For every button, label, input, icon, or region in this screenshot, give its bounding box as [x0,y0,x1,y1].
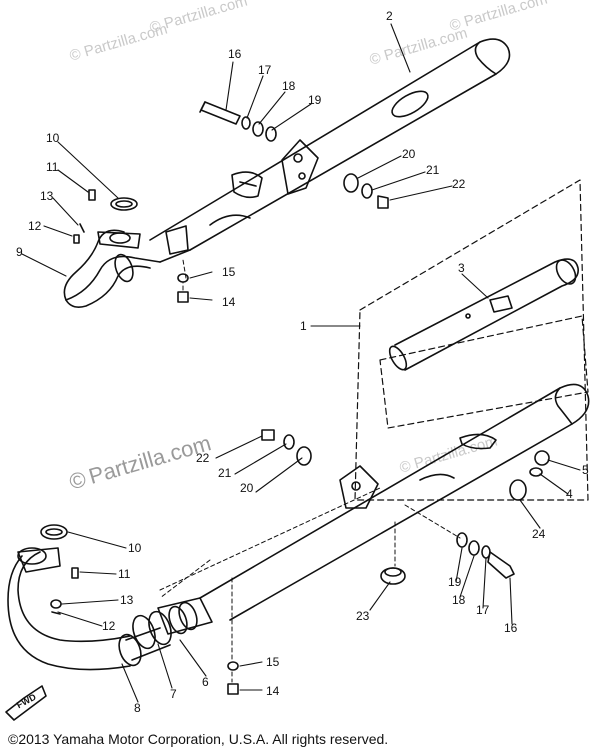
callout-17: 17 [258,63,272,77]
callout-23: 23 [356,609,370,623]
nut-lower-13 [50,599,62,609]
lower-muffler-bracket [339,465,379,509]
lower-exhaust-pipe [7,547,131,671]
stud-upper-11 [88,189,96,201]
lower-rubber-20 [296,446,312,466]
callout-24: 24 [532,527,546,541]
upper-mount-hardware [343,173,389,209]
lower-nut-22 [261,429,275,441]
upper-exhaust-pipe [63,229,161,308]
callout-15: 15 [222,265,236,279]
callout-13: 13 [40,189,54,203]
callout-7: 7 [170,687,177,701]
stud-lower-12 [51,611,61,615]
lower-muffler [199,383,590,621]
lower-washer-21 [283,434,295,450]
stud-lower-11 [71,567,79,579]
callout-21: 21 [426,163,440,177]
lower-connector [118,597,213,667]
alignment-lines [159,259,461,683]
callout-9: 9 [16,245,23,259]
callout-21-lower: 21 [218,466,232,480]
callout-3: 3 [458,261,465,275]
callout-1: 1 [300,319,307,333]
callout-15-lower: 15 [266,655,280,669]
callout-4: 4 [566,487,573,501]
callout-19-lower: 19 [448,575,462,589]
upper-muffler [149,38,511,263]
callout-20: 20 [402,147,416,161]
callout-22: 22 [452,177,466,191]
callout-12-lower: 12 [102,619,116,633]
assembly-outline [354,179,589,501]
callout-11: 11 [46,160,59,174]
callout-8: 8 [134,701,141,715]
callout-11-lower: 11 [118,567,131,581]
callout-13-lower: 13 [120,593,134,607]
callout-12: 12 [28,219,42,233]
front-direction-arrow [5,685,47,721]
stud-upper-13 [79,223,85,233]
callout-22-lower: 22 [196,451,210,465]
callout-16: 16 [228,47,242,61]
leader-lines [21,23,581,703]
washer-4 [529,467,543,477]
callout-6: 6 [202,675,209,689]
lower-washer-15 [227,661,239,671]
callout-18: 18 [282,79,296,93]
callout-14: 14 [222,295,236,309]
upper-bolt-14 [177,291,189,303]
callout-18-lower: 18 [452,593,466,607]
callout-19: 19 [308,93,322,107]
damper-24 [509,479,527,501]
callout-14-lower: 14 [266,684,280,698]
nut-5 [534,450,550,466]
upper-muffler-bracket [281,139,319,195]
stud-upper-12 [73,234,80,244]
callout-5: 5 [582,463,589,477]
callout-10-lower: 10 [128,541,142,555]
pipe-bracket [165,225,189,255]
lower-bolt-14 [227,683,239,695]
callout-20-lower: 20 [240,481,254,495]
callout-17-lower: 17 [476,603,490,617]
callout-10: 10 [46,131,60,145]
gasket-lower [40,524,68,540]
callout-2: 2 [386,9,393,23]
upper-bolt-stack [199,101,277,142]
copyright-notice: ©2013 Yamaha Motor Corporation, U.S.A. A… [8,731,389,747]
inner-baffle-pipe [388,258,579,371]
gasket-upper [110,197,138,211]
callout-16-lower: 16 [504,621,518,635]
